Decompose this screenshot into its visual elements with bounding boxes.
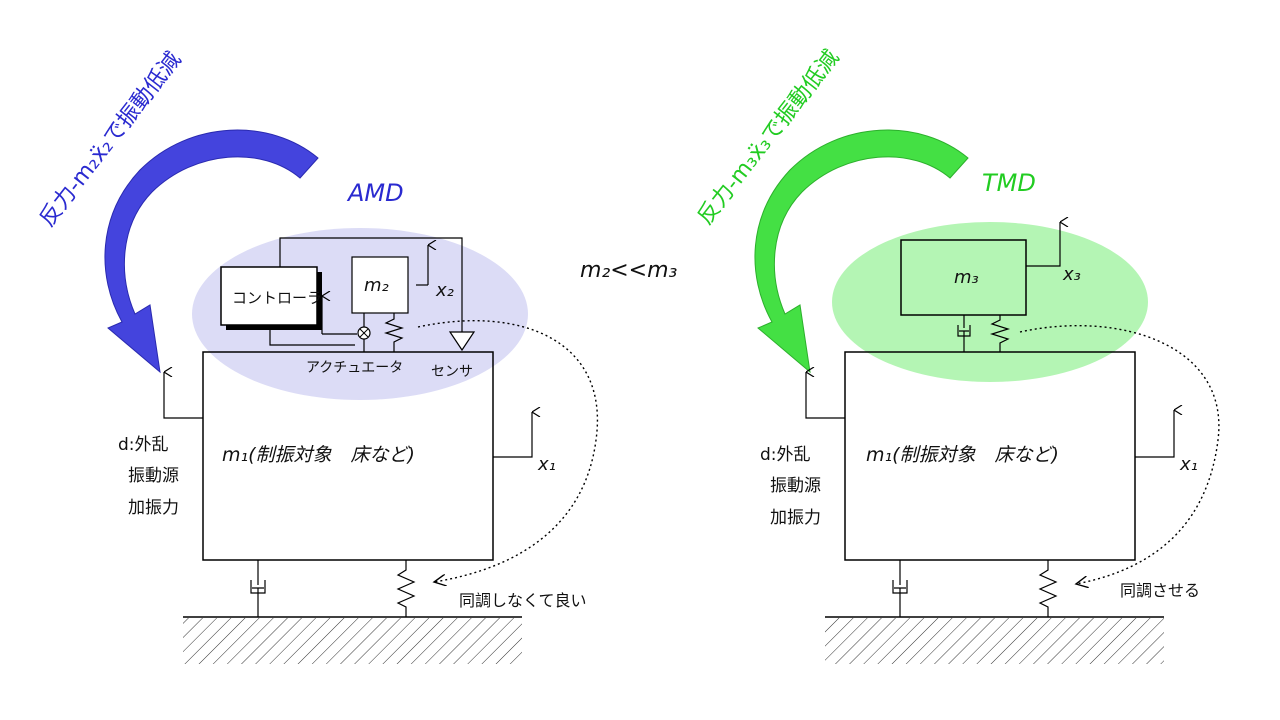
amd-ground-spring-icon [396, 560, 416, 617]
sensor-label: センサ [431, 364, 473, 380]
amd-system: 反力-m₂ẍ₂で振動低減 AMD コントローラ m₂ x₂ アクチュエータ セン… [35, 48, 599, 664]
tmd-disturbance-2: 振動源 [770, 476, 821, 496]
controller-to-actuator-line [269, 325, 355, 346]
x3-label: x₃ [1062, 264, 1081, 285]
amd-disturbance-1: d:外乱 [118, 435, 169, 455]
tmd-main-mass-label: m₁(制振対象 床など) [866, 444, 1059, 466]
controller-box [220, 266, 318, 326]
tmd-ellipse [832, 222, 1148, 382]
amd-arc-label: 反力-m₂ẍ₂で振動低減 [35, 48, 186, 232]
feedback-line [279, 237, 463, 332]
x3-arrow [1026, 222, 1060, 267]
tmd-disturbance-3: 加振力 [770, 508, 821, 528]
tmd-x1-label: x₁ [1179, 454, 1198, 475]
tmd-title: TMD [982, 169, 1036, 197]
tmd-tuning-note: 同調させる [1120, 581, 1200, 600]
sensor-icon [448, 331, 476, 352]
tmd-tuning-curve [1019, 325, 1220, 584]
amd-reaction-arc-arrow [104, 129, 319, 374]
mass-relation-label: m₂<<m₃ [580, 258, 678, 283]
actuator-label: アクチュエータ [306, 360, 403, 376]
amd-title: AMD [346, 179, 404, 207]
mass-m3-label: m₃ [954, 267, 979, 288]
amd-disturbance-2: 振動源 [128, 466, 179, 486]
tmd-spring-icon [989, 315, 1011, 352]
amd-spring-icon [383, 313, 405, 352]
amd-ground-hatch [183, 618, 522, 664]
tmd-reaction-arc-arrow [754, 129, 969, 374]
amd-disturbance-3: 加振力 [128, 498, 179, 518]
tmd-x1-arrow [1135, 410, 1174, 458]
amd-main-mass-label: m₁(制振対象 床など) [222, 444, 415, 466]
tmd-disturbance-1: d:外乱 [760, 445, 811, 465]
amd-main-mass-box [202, 351, 494, 561]
tmd-ground-hatch [825, 618, 1164, 664]
tmd-ground-spring-icon [1038, 560, 1058, 617]
tmd-main-mass-box [844, 351, 1136, 561]
tmd-disturbance-arrow [805, 372, 845, 419]
mass-m2-label: m₂ [364, 275, 389, 296]
controller-label: コントローラ [232, 289, 322, 307]
amd-tuning-note: 同調しなくて良い [459, 591, 587, 610]
amd-x1-arrow [493, 412, 532, 458]
amd-x1-label: x₁ [537, 454, 556, 475]
amd-disturbance-arrow [163, 372, 203, 419]
amd-tuning-curve [417, 320, 599, 582]
mass-m2-box [351, 256, 409, 314]
tmd-system: 反力-m₃ẍ₃で振動低減 TMD m₃ x₃ m₁(制振対象 床など) x₁ d… [693, 46, 1220, 664]
x2-label: x₂ [435, 280, 454, 301]
